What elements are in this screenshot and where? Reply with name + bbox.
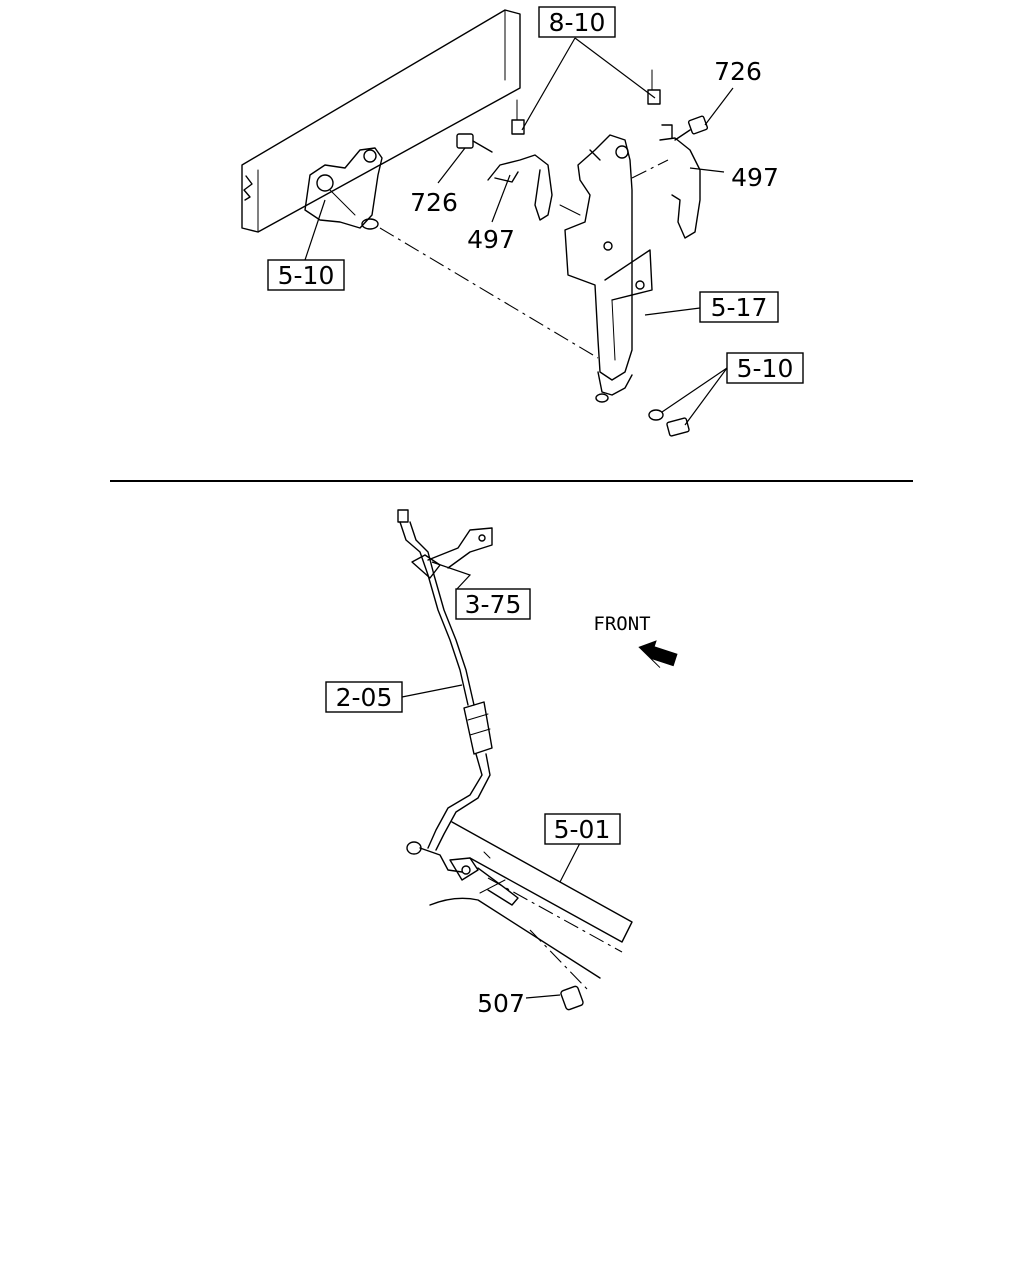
callout-5-10-right[interactable]: 5-10 (726, 352, 804, 384)
leader-507 (525, 994, 561, 999)
leader-5-10-left (304, 199, 326, 261)
part-number-497-left[interactable]: 497 (467, 225, 515, 254)
axis-line-upper (379, 227, 599, 359)
leader-726-left (437, 147, 466, 184)
bolt-washer-5-10-right (648, 409, 690, 437)
leader-5-10-right-b (684, 367, 728, 426)
axis-line-shock (631, 159, 669, 179)
svg-text:2-05: 2-05 (336, 683, 393, 712)
part-number-726-top[interactable]: 726 (714, 57, 762, 86)
part-number-726-left[interactable]: 726 (410, 188, 458, 217)
bolt-726-left (456, 133, 493, 153)
connector-497-left (487, 154, 581, 221)
callout-5-10-left[interactable]: 5-10 (267, 259, 345, 291)
svg-text:5-10: 5-10 (278, 261, 335, 290)
leader-5-01 (559, 842, 581, 883)
callout-3-75[interactable]: 3-75 (455, 588, 531, 620)
part-number-497-right[interactable]: 497 (731, 163, 779, 192)
leader-497-right (689, 167, 725, 173)
svg-text:5-10: 5-10 (737, 354, 794, 383)
shock-absorber (564, 134, 653, 403)
frame-rail-lower (429, 821, 633, 979)
frame-rail-upper (241, 9, 521, 233)
svg-text:8-10: 8-10 (549, 8, 606, 37)
bracket-left (304, 147, 383, 230)
callout-5-01[interactable]: 5-01 (544, 813, 621, 845)
callout-2-05[interactable]: 2-05 (325, 681, 403, 713)
leader-2-05 (401, 684, 463, 698)
leader-3-75 (431, 561, 472, 591)
tube-clips-8-10 (511, 69, 661, 135)
svg-text:5-01: 5-01 (554, 815, 611, 844)
callout-5-17[interactable]: 5-17 (699, 291, 779, 323)
leader-5-10-right-a (661, 367, 728, 413)
leader-726-top (704, 87, 734, 126)
axis-line-lower (487, 877, 623, 953)
connector-497-right (659, 124, 701, 239)
axis-line-507 (529, 929, 589, 991)
brake-hose-assembly (397, 509, 519, 906)
front-label: FRONT (593, 613, 650, 635)
leader-497-left (491, 174, 511, 223)
leader-5-17 (644, 307, 701, 316)
arrow-left-icon (638, 640, 678, 668)
plug-507 (560, 985, 584, 1011)
svg-text:5-17: 5-17 (711, 293, 768, 322)
part-number-507[interactable]: 507 (477, 989, 525, 1018)
leader-8-10-a (521, 37, 576, 131)
bolt-726-right (674, 115, 709, 141)
leader-8-10-b (574, 37, 656, 99)
svg-text:3-75: 3-75 (465, 590, 522, 619)
callout-8-10[interactable]: 8-10 (538, 6, 616, 38)
